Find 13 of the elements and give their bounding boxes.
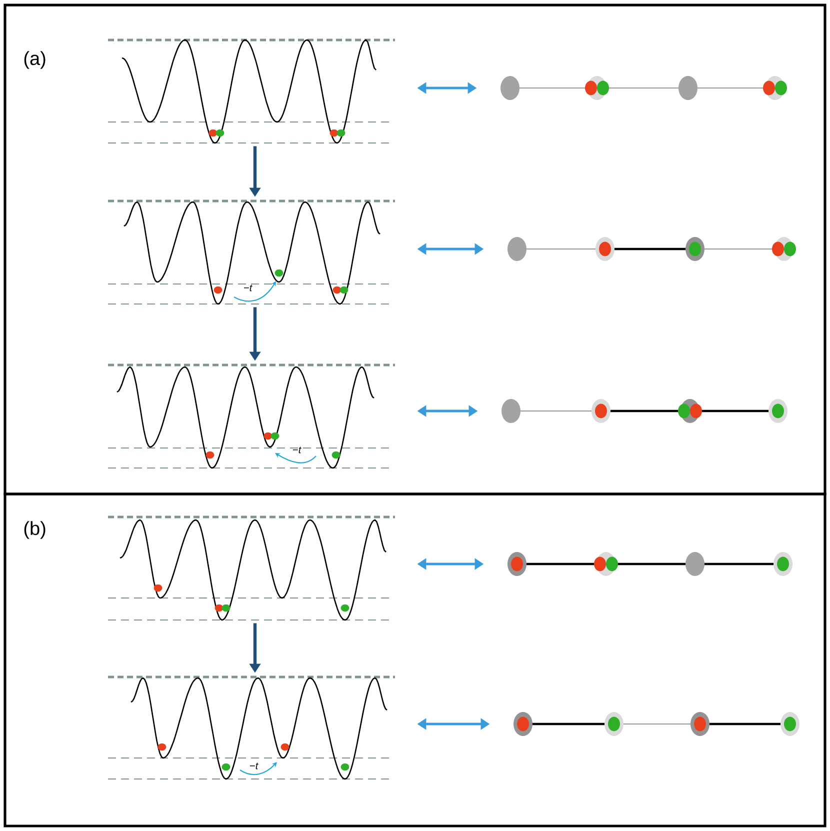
hopping-label: −t xyxy=(250,762,258,770)
potential-drawing xyxy=(108,676,395,780)
lattice-chain-drawing xyxy=(508,552,792,576)
lattice-chain-drawing xyxy=(500,76,787,100)
hopping-label: −t xyxy=(244,284,252,292)
potential-drawing xyxy=(108,200,395,305)
potential-drawing xyxy=(108,516,395,621)
hopping-label: −t xyxy=(293,446,302,454)
lattice-chain-drawing xyxy=(514,712,800,736)
potential-drawing xyxy=(108,38,395,144)
potential-drawing xyxy=(108,364,395,469)
lattice-chain-drawing xyxy=(508,237,796,261)
lattice-chain-drawing xyxy=(502,399,788,423)
